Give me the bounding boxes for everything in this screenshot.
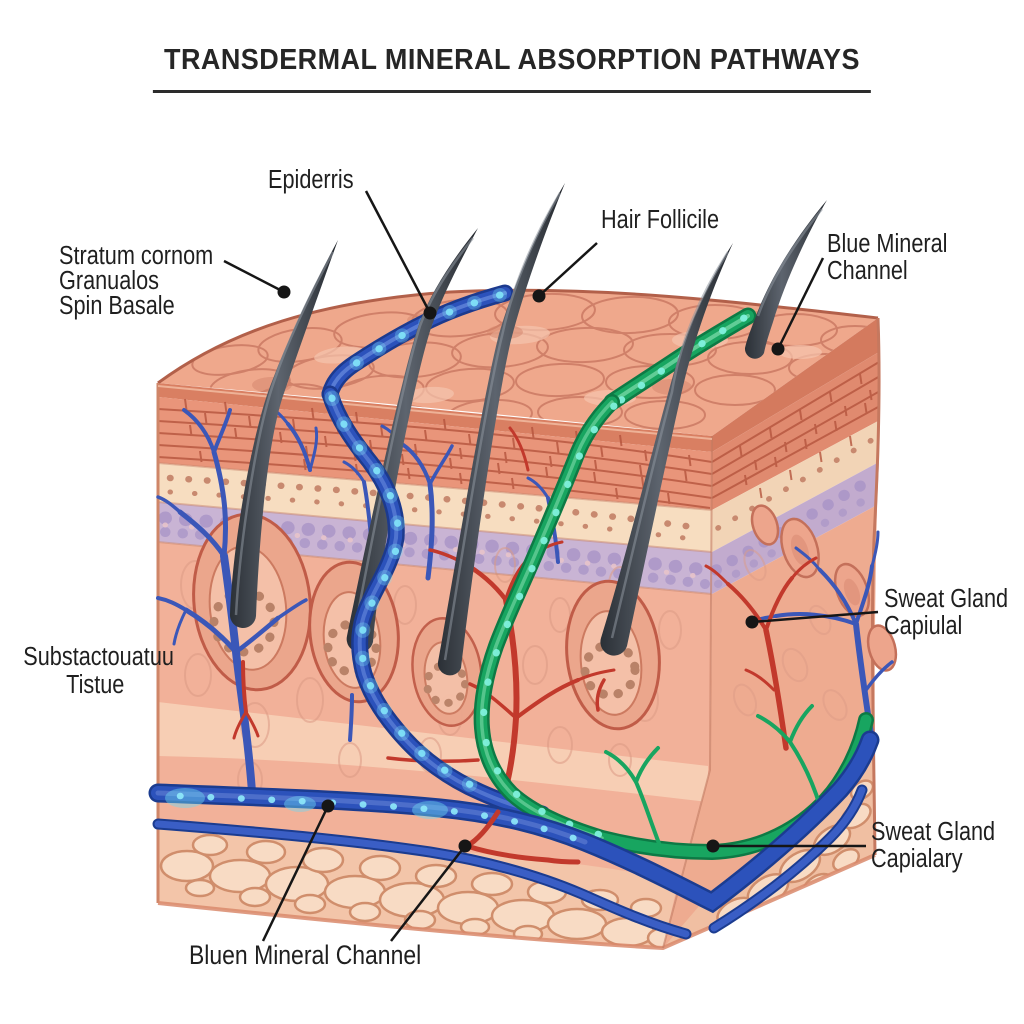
- leader-bottom-right: [390, 845, 466, 942]
- hair-shaft-5: [744, 200, 827, 359]
- leader-bottom-left: [261, 805, 330, 942]
- subcutaneous-vein-main: [148, 730, 880, 914]
- brick-texture: [158, 398, 712, 509]
- label-sweat-gland-upper: Sweat Gland Capiulal: [884, 585, 1009, 640]
- hair-shaft-2: [346, 228, 478, 653]
- right-dermis-texture: [732, 549, 848, 721]
- hair-shaft-3: [437, 183, 565, 676]
- leader-dots: [277, 285, 785, 853]
- block-outlines: [156, 288, 881, 951]
- blue-mineral-channel-path: [321, 385, 551, 823]
- green-channel-surface: [603, 307, 757, 411]
- label-skin-layers: Stratum cornom Granualos Spin Basale: [59, 242, 214, 320]
- hair-shaft-1: [229, 240, 338, 629]
- diagram-title: TRANSDERMAL MINERAL ABSORPTION PATHWAYS: [126, 44, 898, 93]
- lower-dermis-band: [158, 702, 708, 802]
- basale-layer: [158, 502, 712, 594]
- leader-hair-follicle: [538, 242, 598, 297]
- right-face-stratum: [712, 352, 880, 510]
- granular-layer: [158, 463, 712, 552]
- leader-blue-mineral-channel: [776, 257, 825, 350]
- leader-epidermis: [364, 190, 432, 314]
- leader-skin-layers: [223, 259, 285, 294]
- label-sweat-gland-lower: Sweat Gland Capialary: [871, 818, 996, 873]
- deep-red-vessel: [460, 809, 581, 865]
- label-subcutaneous-tissue: Substactouatuu Tistue: [23, 643, 174, 699]
- label-hair-follicle: Hair Follicile: [601, 206, 720, 234]
- leader-lines: [223, 190, 879, 942]
- right-brick-texture: [711, 361, 880, 499]
- leader-sweat-gland-upper: [751, 610, 879, 624]
- right-face-follicles: [750, 504, 898, 672]
- label-blue-mineral-channel-bottom: Bluen Mineral Channel: [189, 940, 422, 970]
- right-face-lip: [712, 318, 879, 452]
- subcutaneous-vein-secondary: [152, 784, 868, 940]
- label-blue-mineral-channel: Blue Mineral Channel: [827, 230, 948, 285]
- hair-shafts: [229, 183, 827, 676]
- label-epidermis: Epiderris: [268, 166, 354, 194]
- right-basale-cells-2: [714, 492, 876, 588]
